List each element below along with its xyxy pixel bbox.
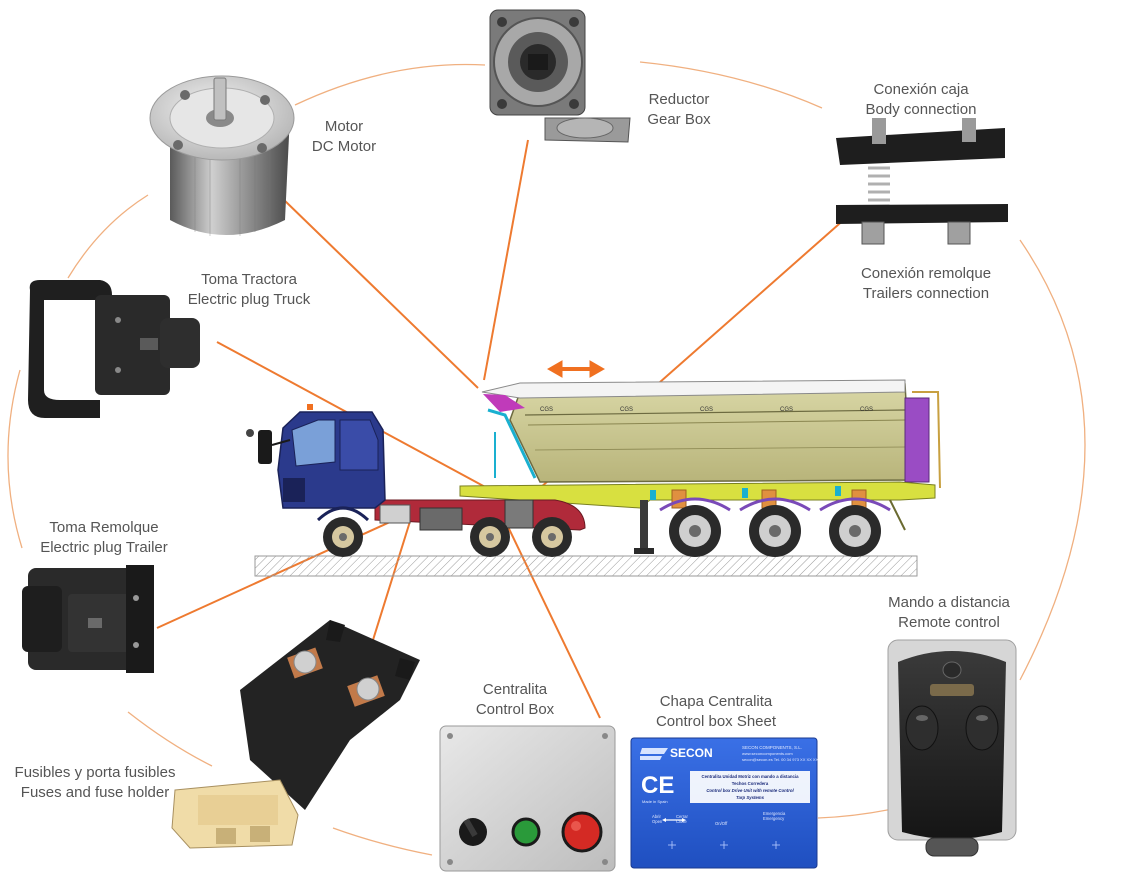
remote-control-photo <box>887 639 1017 857</box>
movement-arrow <box>546 360 606 378</box>
rear-door <box>904 397 930 483</box>
label-remote-es: Mando a distancia <box>888 594 1010 611</box>
label-plug-trailer-es: Toma Remolque <box>49 519 159 536</box>
label-control-sheet-es: Chapa Centralita <box>659 693 773 710</box>
label-fuses-es: Fusibles y porta fusibles <box>14 764 176 781</box>
panel-mark: CGS <box>860 407 873 413</box>
plate-title-3: Control box Drive Unit with remote Contr… <box>706 788 794 793</box>
label-motor: Motor DC Motor <box>292 117 396 157</box>
trailer-tarp-body <box>509 383 928 483</box>
plate-made-in: Made in Spain <box>642 799 668 804</box>
label-plug-truck-es: Toma Tractora <box>201 271 297 288</box>
label-plug-trailer: Toma Remolque Electric plug Trailer <box>28 518 180 558</box>
label-plug-truck-en: Electric plug Truck <box>187 291 311 308</box>
connection-bracket-photo <box>836 118 1008 245</box>
label-plug-trailer-en: Electric plug Trailer <box>40 539 168 556</box>
truck-wheels <box>323 517 572 557</box>
label-fuses-en: Fuses and fuse holder <box>20 784 170 801</box>
start-button <box>511 817 541 847</box>
label-body-connection: Conexión caja Body connection <box>846 80 996 120</box>
panel-mark: CGS <box>540 407 553 413</box>
plate-web: www.seconcomponents.com <box>742 751 793 756</box>
panel-mark: CGS <box>700 407 713 413</box>
label-gearbox: Reductor Gear Box <box>630 90 728 130</box>
tarp-arm <box>483 394 525 412</box>
label-remote: Mando a distancia Remote control <box>874 593 1024 633</box>
label-body-connection-es: Conexión caja <box>873 81 969 98</box>
panel-mark: CGS <box>780 407 793 413</box>
plate-title-2: Techos Corredera <box>732 781 769 786</box>
ce-mark: CE <box>641 772 674 799</box>
label-remote-en: Remote control <box>898 614 1000 631</box>
plug-trailer-photo <box>22 565 154 673</box>
label-motor-es: Motor <box>324 118 364 135</box>
remote-button-icon <box>965 705 999 751</box>
plug-truck-photo <box>28 280 200 418</box>
label-control-sheet: Chapa Centralita Control box Sheet <box>642 692 790 732</box>
ground-hatch <box>254 555 918 577</box>
label-fuses: Fusibles y porta fusibles Fuses and fuse… <box>4 763 186 803</box>
trailer-panel-marks: CGS CGS CGS CGS CGS <box>540 407 873 413</box>
fuse-holder-photo <box>171 620 420 849</box>
label-control-box-en: Control Box <box>475 701 555 718</box>
label-trailer-connection-es: Conexión remolque <box>860 265 992 282</box>
label-gearbox-en: Gear Box <box>647 111 711 128</box>
plate-contact: secon@secon.es Tel. 00 34 973 XX XX XX <box>742 757 819 762</box>
label-control-sheet-en: Control box Sheet <box>655 713 777 730</box>
control-box-sheet-photo: SECON SECON COMPONENTS, S.L. www.seconco… <box>630 737 819 869</box>
trailer-wheels <box>669 505 881 557</box>
remote-button-icon <box>905 705 939 751</box>
plate-title-1: Centralita Unidad Motriz con mando a dis… <box>702 774 800 779</box>
label-control-box-es: Centralita <box>482 681 548 698</box>
panel-mark: CGS <box>620 407 633 413</box>
emergency-stop-button <box>561 811 603 853</box>
dc-motor-photo <box>149 75 295 236</box>
label-body-connection-en: Body connection <box>865 101 977 118</box>
plate-title-4: Tarp Systems <box>736 795 765 800</box>
plate-brand: SECON <box>670 746 713 760</box>
label-trailer-connection-en: Trailers connection <box>862 285 990 302</box>
plate-btn-onoff: On/Off <box>715 821 728 826</box>
control-box-photo <box>439 725 616 872</box>
label-trailer-connection: Conexión remolque Trailers connection <box>846 264 1006 304</box>
label-motor-en: DC Motor <box>311 138 377 155</box>
label-gearbox-es: Reductor <box>648 91 710 108</box>
gearbox-photo <box>489 9 631 143</box>
plate-company: SECON COMPONENTS, S.L. <box>742 745 802 750</box>
truck-trailer-drawing: CGS CGS CGS CGS CGS <box>246 360 941 577</box>
label-control-box: Centralita Control Box <box>460 680 570 720</box>
label-plug-truck: Toma Tractora Electric plug Truck <box>176 270 322 310</box>
